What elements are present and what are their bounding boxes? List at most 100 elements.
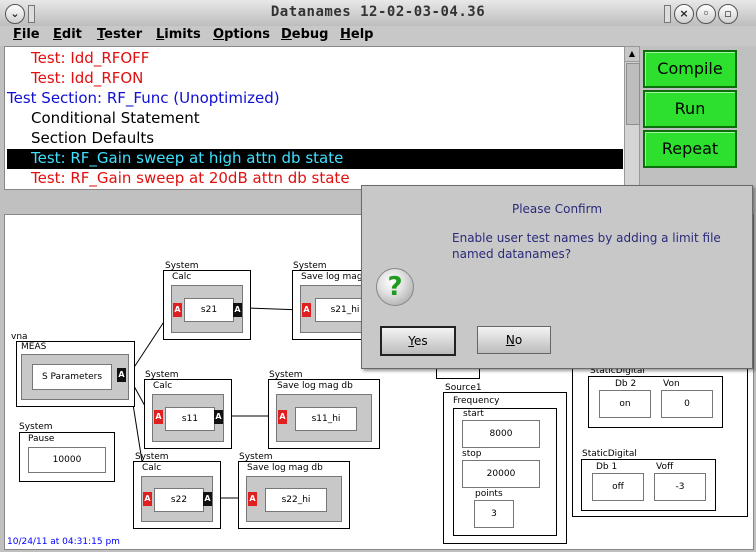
list-item[interactable]: Test: Idd_RFOFF (31, 49, 150, 67)
window-menu-icon[interactable]: ⌄ (5, 4, 25, 24)
run-button[interactable]: Run (643, 90, 737, 128)
sd1-title: StaticDigital (590, 366, 645, 376)
meas-value: S Parameters (32, 364, 112, 390)
dialog-message: Enable user test names by adding a limit… (452, 231, 721, 261)
list-item[interactable]: Test Section: RF_Func (Unoptimized) (7, 89, 280, 107)
confirm-dialog: Please Confirm Enable user test names by… (361, 185, 753, 369)
save2-value: s11_hi (295, 407, 357, 431)
save2-title: Save log mag db (277, 381, 353, 391)
source-start-label: start (463, 409, 484, 419)
sd2-block[interactable]: Db 1 off Voff -3 (581, 459, 716, 511)
sd1-b-label: Von (663, 379, 680, 389)
calc3-value: s22 (154, 488, 204, 512)
calc2-title: Calc (153, 381, 173, 391)
list-item-selected[interactable]: Test: RF_Gain sweep at high attn db stat… (7, 149, 623, 169)
list-item[interactable]: Section Defaults (31, 129, 155, 147)
source-start-value[interactable]: 8000 (462, 420, 540, 448)
menu-tester[interactable]: Tester (97, 27, 143, 42)
compile-button[interactable]: Compile (643, 50, 737, 88)
close-icon[interactable]: × (674, 4, 694, 24)
pause-title: Pause (28, 434, 55, 444)
calc3-block[interactable]: Calc s22 A A (133, 461, 221, 529)
source-points-value[interactable]: 3 (474, 500, 514, 528)
calc2-value: s11 (165, 407, 215, 431)
menu-limits[interactable]: Limits (156, 27, 201, 42)
no-button[interactable]: No (477, 326, 551, 354)
menu-help[interactable]: Help (340, 27, 374, 42)
sd1-a-label: Db 2 (615, 379, 637, 389)
calc1-body: s21 (171, 285, 243, 333)
scroll-up-icon[interactable]: ▲ (625, 47, 639, 62)
list-item[interactable]: Test: Idd_RFON (31, 69, 144, 87)
menu-bar: File Edit Tester Limits Options Debug He… (0, 26, 756, 46)
test-listing[interactable]: Test: Idd_RFOFF Test: Idd_RFON Test Sect… (4, 46, 626, 190)
menu-edit[interactable]: Edit (53, 27, 82, 42)
save1-input-pin[interactable]: A (302, 303, 311, 317)
list-item[interactable]: Conditional Statement (31, 109, 200, 127)
calc1-value: s21 (184, 298, 234, 322)
scroll-thumb[interactable] (626, 63, 640, 125)
source-title: Frequency (453, 396, 500, 406)
sd2-a-label: Db 1 (596, 462, 618, 472)
calc1-output-pin[interactable]: A (233, 303, 242, 317)
calc1-category: System (165, 261, 199, 271)
save3-block[interactable]: Save log mag db s22_hi A (238, 461, 350, 529)
save3-input-pin[interactable]: A (248, 492, 257, 506)
menu-debug[interactable]: Debug (281, 27, 329, 42)
source-stop-label: stop (462, 449, 482, 459)
calc3-category: System (135, 452, 169, 462)
save2-block[interactable]: Save log mag db s11_hi A (268, 379, 380, 449)
calc3-title: Calc (142, 463, 162, 473)
calc3-body: s22 (141, 476, 213, 522)
sd2-title: StaticDigital (582, 449, 637, 459)
list-item[interactable]: Test: RF_Gain sweep at 20dB attn db stat… (31, 169, 350, 187)
meas-title: MEAS (21, 342, 47, 352)
sd1-a-value[interactable]: on (599, 390, 651, 418)
calc2-output-pin[interactable]: A (214, 410, 223, 424)
sd1-block[interactable]: Db 2 on Von 0 (588, 376, 723, 428)
calc2-body: s11 (152, 394, 224, 442)
question-icon: ? (376, 268, 414, 306)
maximize-icon[interactable]: ▫ (718, 4, 738, 24)
listing-scrollbar[interactable]: ▲ (624, 46, 640, 190)
meas-block[interactable]: MEAS S Parameters A (16, 341, 135, 407)
save3-title: Save log mag db (247, 463, 323, 473)
source-stop-value[interactable]: 20000 (462, 460, 540, 488)
save3-category: System (239, 452, 273, 462)
title-bar-right-edge (664, 5, 671, 23)
calc1-title: Calc (172, 272, 192, 282)
calc1-input-pin[interactable]: A (173, 303, 182, 317)
menu-file[interactable]: File (13, 27, 40, 42)
source-block[interactable]: Frequency start 8000 stop 20000 points 3 (443, 392, 567, 544)
calc3-output-pin[interactable]: A (203, 492, 212, 506)
sd2-a-value[interactable]: off (592, 473, 644, 501)
save1-category: System (293, 261, 327, 271)
source-name: Source1 (445, 383, 482, 393)
calc2-category: System (145, 370, 179, 380)
save1-title: Save log mag db (301, 272, 377, 282)
source-points-label: points (475, 489, 503, 499)
timestamp: 10/24/11 at 04:31:15 pm (7, 537, 120, 547)
minimize-icon[interactable]: ◦ (696, 4, 716, 24)
title-bar: ⌄ Datanames 12-02-03-04.36 × ◦ ▫ (0, 0, 756, 27)
pause-block[interactable]: Pause 10000 (19, 432, 115, 482)
dialog-title: Please Confirm (511, 202, 603, 216)
menu-options[interactable]: Options (213, 27, 270, 42)
repeat-button[interactable]: Repeat (643, 130, 737, 168)
save2-category: System (269, 370, 303, 380)
calc2-block[interactable]: Calc s11 A A (144, 379, 232, 449)
pause-value: 10000 (28, 447, 106, 473)
sd1-b-value[interactable]: 0 (661, 390, 713, 418)
vna-label: vna (11, 332, 28, 342)
pause-category: System (19, 422, 53, 432)
title-bar-left-edge (28, 5, 35, 23)
calc1-block[interactable]: Calc s21 A A (163, 270, 251, 340)
calc3-input-pin[interactable]: A (143, 492, 152, 506)
yes-button[interactable]: Yes (380, 326, 456, 356)
meas-output-pin[interactable]: A (117, 368, 126, 382)
save2-input-pin[interactable]: A (278, 410, 287, 424)
calc2-input-pin[interactable]: A (154, 410, 163, 424)
sd2-b-value[interactable]: -3 (654, 473, 706, 501)
save3-value: s22_hi (265, 488, 327, 512)
window-title: Datanames 12-02-03-04.36 (270, 4, 486, 20)
